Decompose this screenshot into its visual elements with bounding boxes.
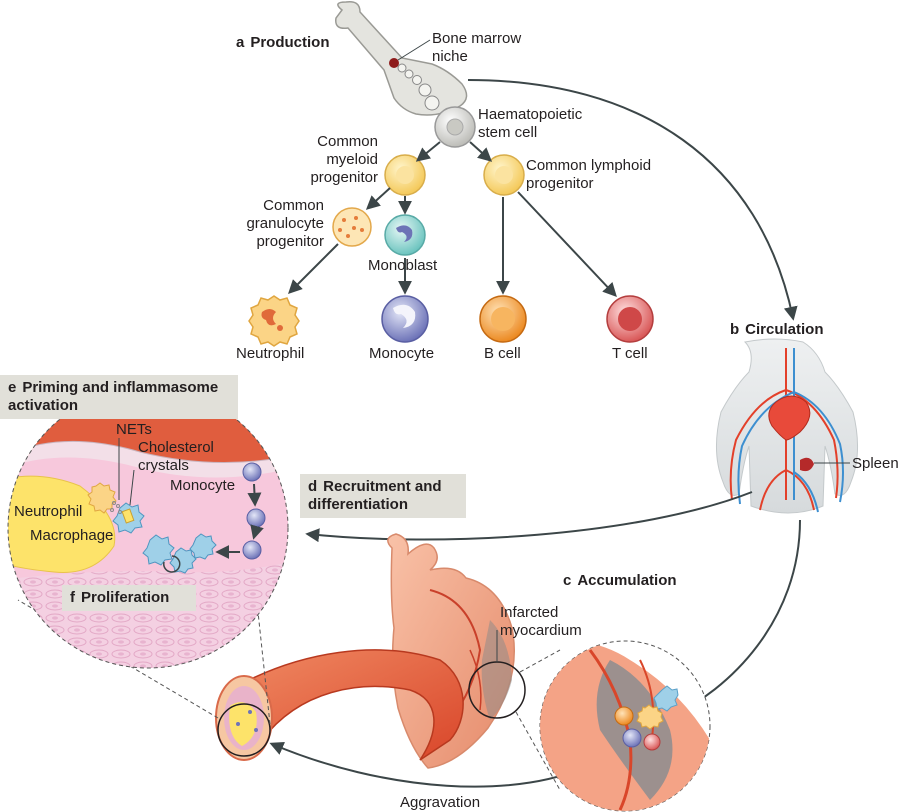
b-cell-label: B cell — [484, 345, 521, 362]
section-c-heading: c Accumulation — [563, 572, 677, 589]
clp-label-line1: Common lymphoid — [526, 157, 652, 174]
bone-marrow-label-line2: niche — [432, 48, 468, 65]
hsc-label-line2: stem cell — [478, 124, 538, 141]
cmp-label-line1: Common — [317, 133, 378, 150]
common-myeloid-progenitor-icon — [384, 154, 426, 196]
monocyte-inset-label: Monocyte — [170, 477, 236, 494]
nets-label: NETs — [116, 421, 152, 438]
spleen-label: Spleen — [852, 455, 899, 472]
cgp-label: Common granulocyte progenitor — [226, 197, 324, 251]
neutrophil-label: Neutrophil — [236, 345, 305, 362]
cgp-label-line2: granulocyte — [246, 215, 324, 232]
cmp-label-line3: progenitor — [310, 169, 378, 186]
macrophage-inset-label: Macrophage — [30, 527, 114, 544]
section-e-letter: e — [8, 379, 17, 396]
cholesterol-label: Cholesterol crystals — [138, 439, 214, 475]
infarcted-label: Infarcted myocardium — [500, 604, 582, 640]
clp-label-line2: progenitor — [526, 175, 594, 192]
lineage-arrows — [288, 141, 617, 298]
hsc-label-line1: Haematopoietic — [478, 106, 583, 123]
section-d-title-line1: Recruitment and — [323, 478, 442, 495]
t-cell-label: T cell — [612, 345, 648, 362]
section-a-heading: a Production — [236, 34, 330, 51]
section-e-box: e Priming and inflammasome activation — [0, 375, 238, 419]
section-b-title: Circulation — [745, 321, 824, 338]
cholesterol-label-line2: crystals — [138, 457, 189, 474]
circulation-to-recruitment-arrow — [305, 491, 753, 543]
haematopoietic-stem-cell-icon — [434, 106, 476, 148]
bone-marrow-label: Bone marrow niche — [432, 30, 521, 66]
monocyte-label: Monocyte — [369, 345, 435, 362]
section-c-letter: c — [563, 572, 572, 589]
monocyte-icon — [381, 295, 429, 343]
b-cell-icon — [479, 295, 527, 343]
neutrophil-icon — [248, 295, 300, 347]
section-b-letter: b — [730, 321, 740, 338]
section-f-box: f Proliferation — [62, 585, 196, 611]
infarcted-label-line1: Infarcted — [500, 604, 559, 621]
section-d-letter: d — [308, 478, 318, 495]
monoblast-icon — [384, 214, 426, 256]
common-granulocyte-progenitor-icon — [332, 207, 372, 247]
neutrophil-inset-label: Neutrophil — [14, 503, 83, 520]
cmp-label: Common myeloid progenitor — [290, 133, 378, 187]
section-a-letter: a — [236, 34, 245, 51]
monoblast-label: Monoblast — [368, 257, 438, 274]
clp-label: Common lymphoid progenitor — [526, 157, 651, 193]
section-d-box: d Recruitment and differentiation — [300, 474, 466, 518]
human-body-icon — [715, 338, 859, 514]
section-b-heading: b Circulation — [730, 321, 824, 338]
bone-marrow-label-line1: Bone marrow — [432, 30, 522, 47]
section-d-title-line2: differentiation — [308, 496, 408, 513]
cgp-label-line1: Common — [263, 197, 324, 214]
production-to-circulation-arrow — [467, 79, 798, 321]
section-f-title: Proliferation — [81, 589, 170, 606]
cgp-label-line3: progenitor — [256, 233, 324, 250]
plaque-focus-circle — [217, 703, 271, 757]
section-c-title: Accumulation — [577, 572, 677, 589]
section-a-title: Production — [250, 34, 330, 51]
heart-icon — [387, 533, 515, 769]
hsc-label: Haematopoietic stem cell — [478, 106, 582, 142]
section-e-title-line2: activation — [8, 397, 79, 414]
common-lymphoid-progenitor-icon — [483, 154, 525, 196]
cholesterol-label-line1: Cholesterol — [138, 439, 214, 456]
accumulation-inset — [539, 640, 711, 812]
aggravation-label: Aggravation — [400, 794, 481, 811]
section-e-title-line1: Priming and inflammasome — [22, 379, 219, 396]
section-f-letter: f — [70, 589, 75, 606]
t-cell-icon — [606, 295, 654, 343]
cmp-label-line2: myeloid — [326, 151, 378, 168]
infarcted-label-line2: myocardium — [500, 622, 582, 639]
artery-vessel-icon — [215, 649, 464, 761]
